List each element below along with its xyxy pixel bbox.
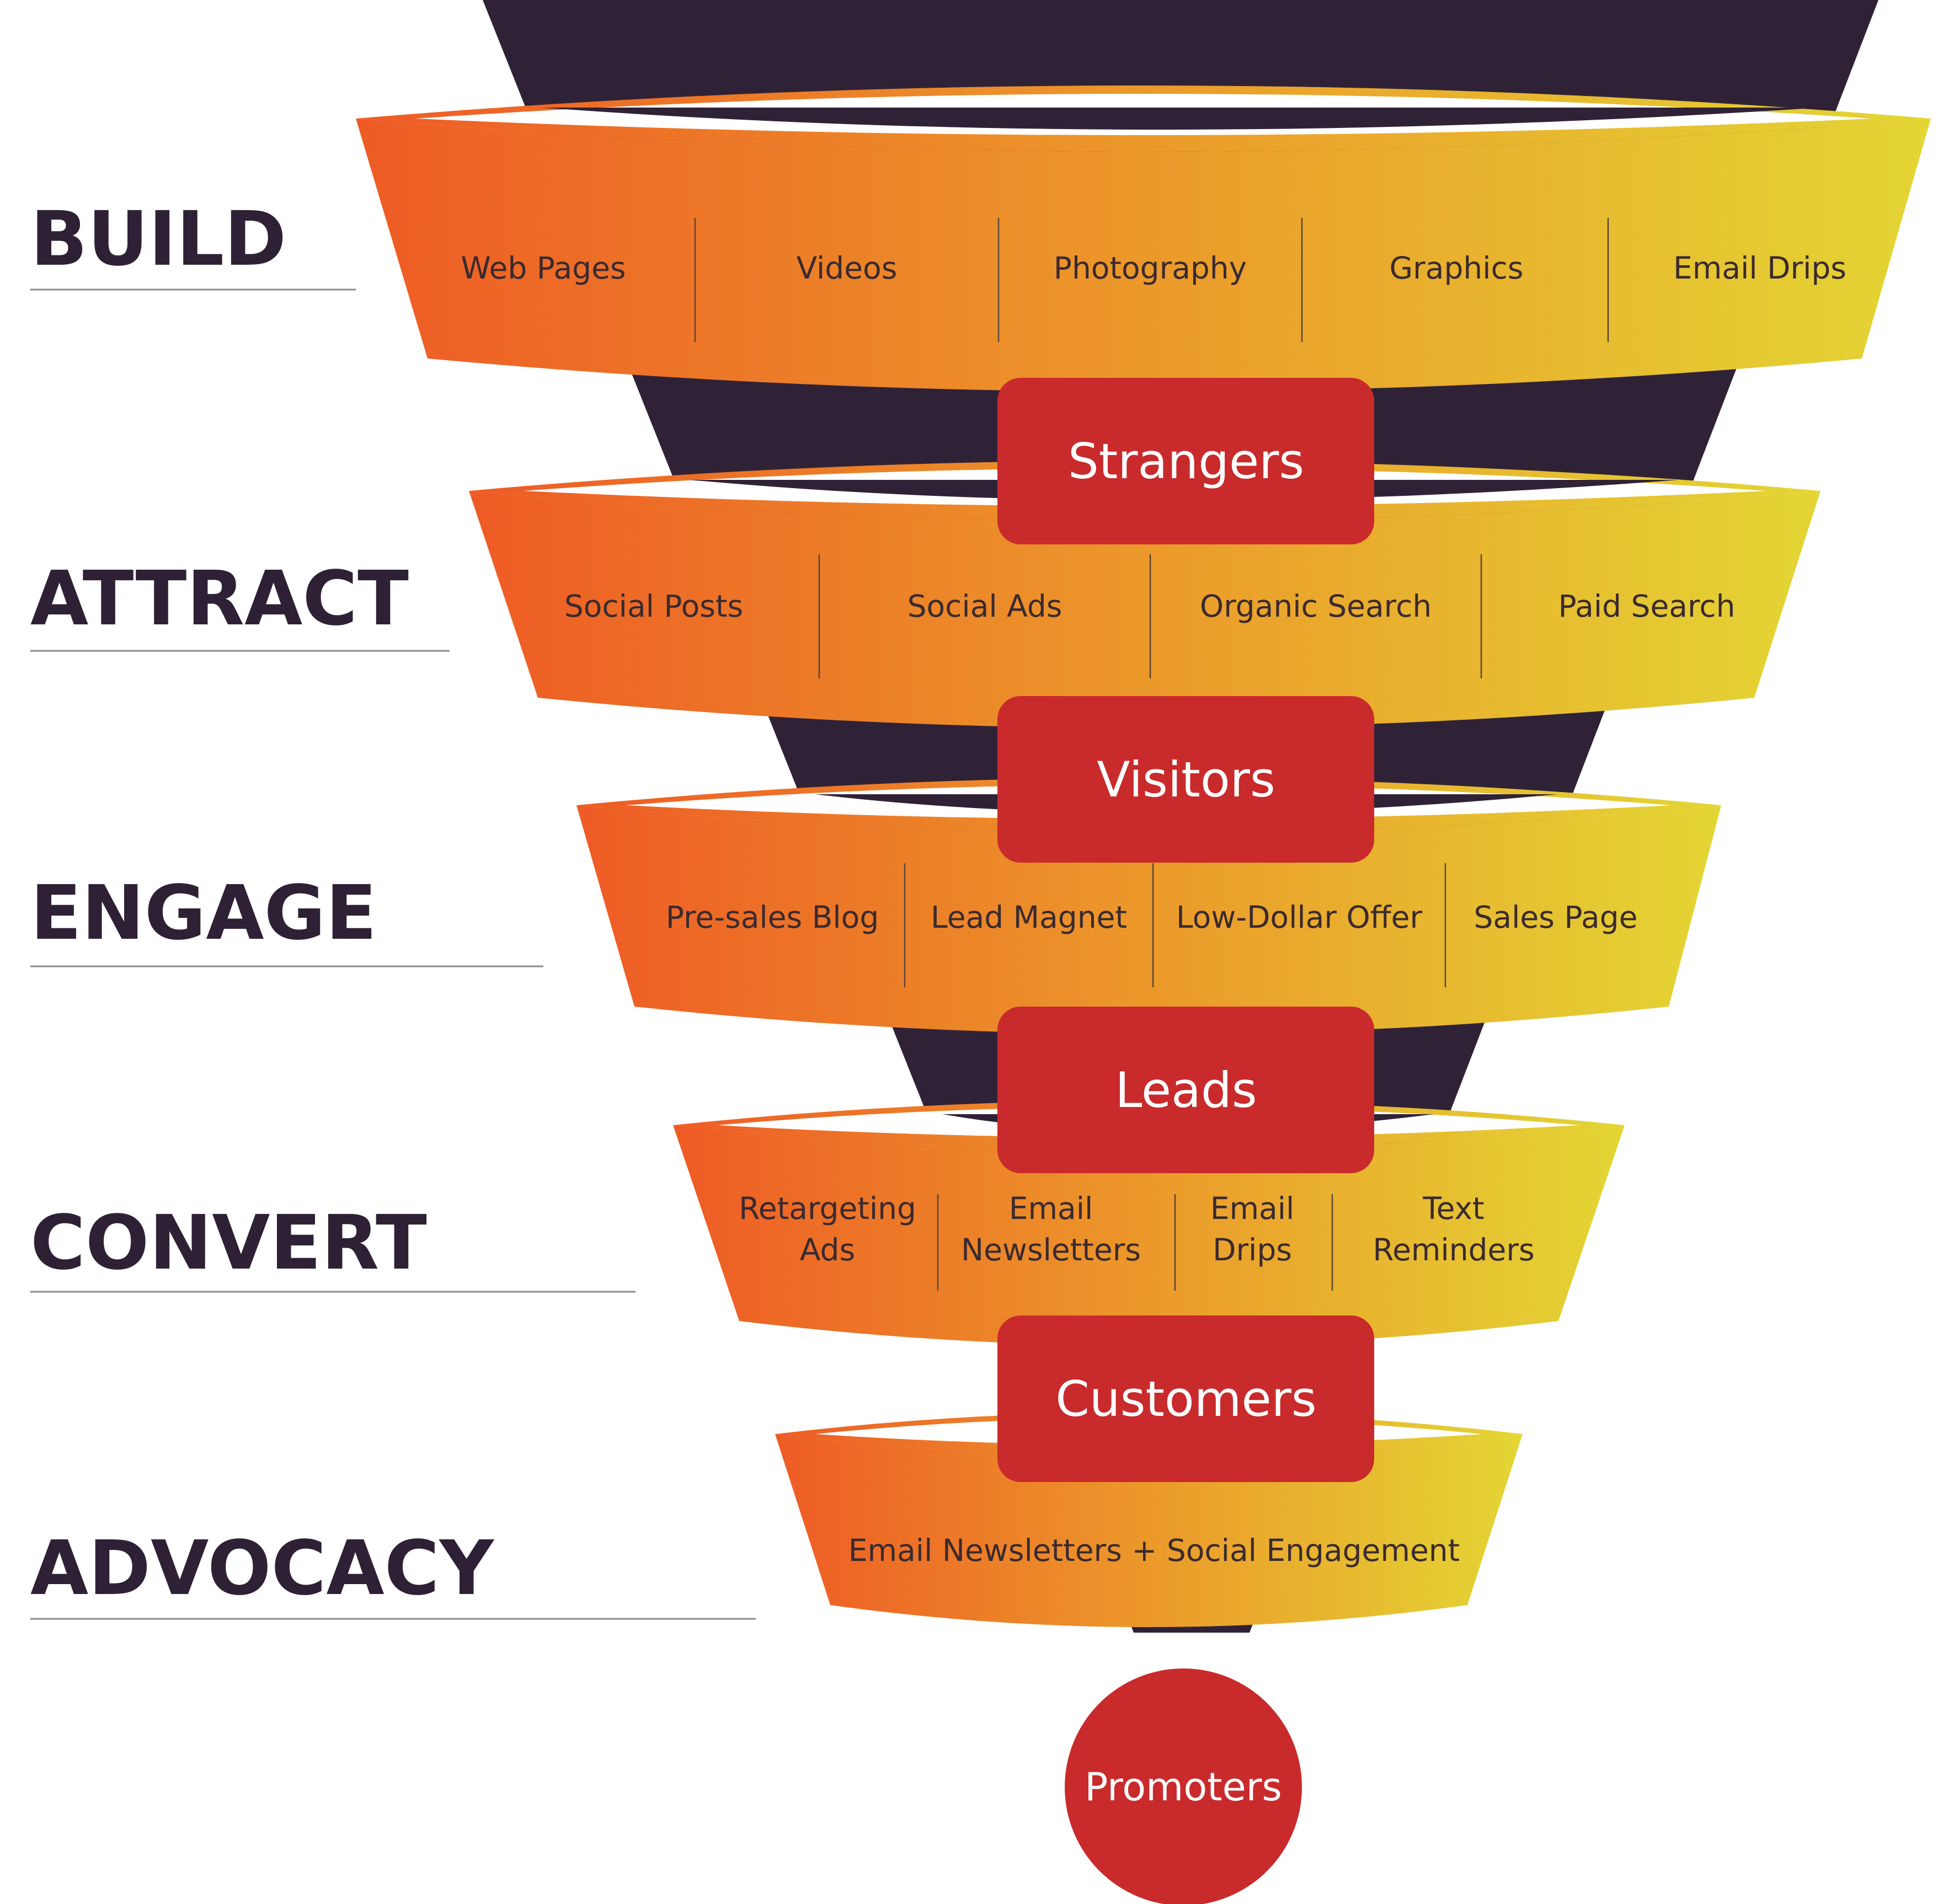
item-photography: Photography [1054,250,1247,286]
item-pre-sales-blog: Pre-sales Blog [666,900,879,935]
audience-badge-strangers: Strangers [997,378,1374,544]
audience-badge-visitors: Visitors [997,696,1374,863]
item-organic-search: Organic Search [1200,589,1432,624]
audience-badge-leads: Leads [997,1007,1374,1173]
band-body [469,491,1820,728]
promoters-label: Promoters [1085,1764,1282,1810]
band-core-visible [541,108,1822,130]
stage-label-advocacy: ADVOCACY [30,1525,494,1612]
item-email-newsletters-social-engagement: Email Newsletters + Social Engagement [848,1533,1460,1568]
audience-badge-box [997,378,1374,544]
stage-label-convert: CONVERT [30,1200,427,1287]
band-body [356,119,1931,392]
band-body [576,805,1721,1034]
item-graphics: Graphics [1390,250,1524,286]
audience-label: Strangers [1068,433,1304,490]
item-social-ads: Social Ads [907,589,1063,624]
funnel-band-attract: Social Posts Social Ads Organic Search Paid… [469,461,1820,728]
promoters-badge: Promoters [1065,1668,1302,1904]
item-email-drips: Email Drips [1673,250,1846,286]
funnel-band-build: Web Pages Videos Photography Graphics Email … [356,85,1931,392]
item-social-posts: Social Posts [564,589,743,624]
item-web-pages: Web Pages [461,250,626,286]
audience-badge-customers: Customers [997,1315,1374,1482]
band-body [775,1434,1523,1627]
item-low-dollar-offer: Low-Dollar Offer [1176,900,1423,935]
audience-badge-box [997,1007,1374,1173]
audience-label: Visitors [1097,751,1275,808]
item-lead-magnet: Lead Magnet [931,900,1127,935]
item-paid-search: Paid Search [1558,589,1735,624]
promoters-circle [1065,1668,1302,1904]
audience-label: Leads [1115,1062,1257,1119]
stage-label-attract: ATTRACT [30,555,409,643]
audience-label: Customers [1055,1371,1316,1427]
item-videos: Videos [797,250,898,286]
band-body [673,1125,1625,1346]
item-sales-page: Sales Page [1473,900,1637,935]
stage-label-build: BUILD [30,196,286,283]
audience-badge-box [997,1315,1374,1482]
stage-label-engage: ENGAGE [30,870,377,957]
audience-badge-box [997,696,1374,863]
